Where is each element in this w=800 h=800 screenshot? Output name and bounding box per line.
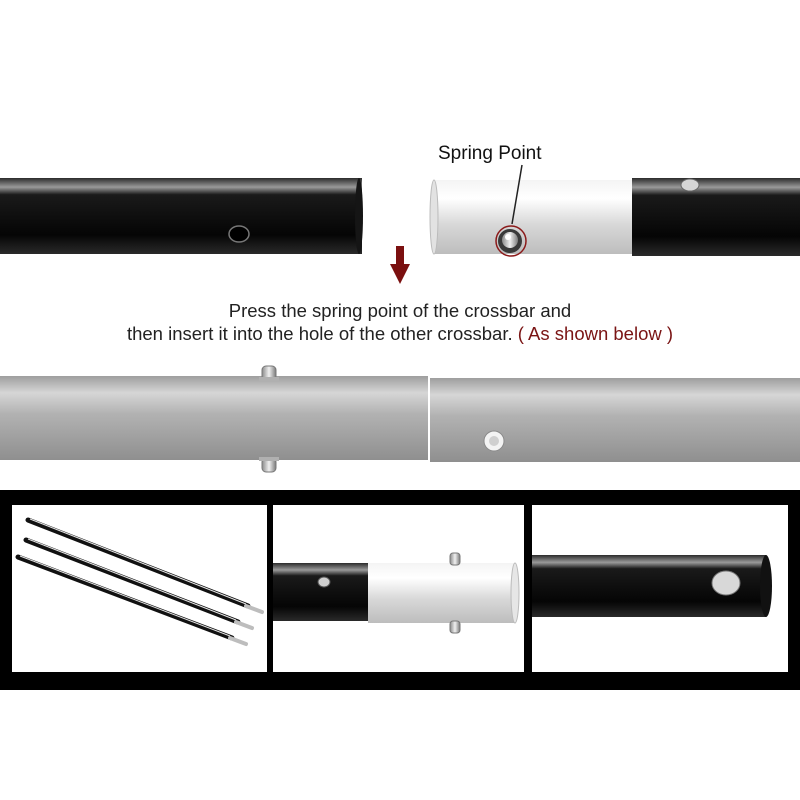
assembled-crossbars [0,365,800,473]
pole-end-hole [711,570,741,596]
spring-point-label: Spring Point [438,143,542,164]
instruction-line-2-text: then insert it into the hole of the othe… [126,323,513,344]
panel-pole-end [532,555,772,617]
crossbar-hole [228,225,250,243]
spring-point-leader-line [511,164,523,225]
instruction-line-2: then insert it into the hole of the othe… [0,323,800,345]
pin-through-hole [483,430,505,452]
spring-point-pin [498,229,522,253]
panel-three-poles [15,517,264,646]
crossbar-with-spring-point [429,164,800,257]
panel-joint-closeup [273,552,520,634]
pin-bottom [259,457,279,473]
spring-point-callout-ring [495,225,527,257]
instruction-line-1: Press the spring point of the crossbar a… [228,300,572,321]
down-arrow-icon [390,246,410,284]
instruction-note: ( As shown below ) [517,323,674,344]
crossbar-with-hole [0,178,363,254]
pin-top [259,365,279,381]
